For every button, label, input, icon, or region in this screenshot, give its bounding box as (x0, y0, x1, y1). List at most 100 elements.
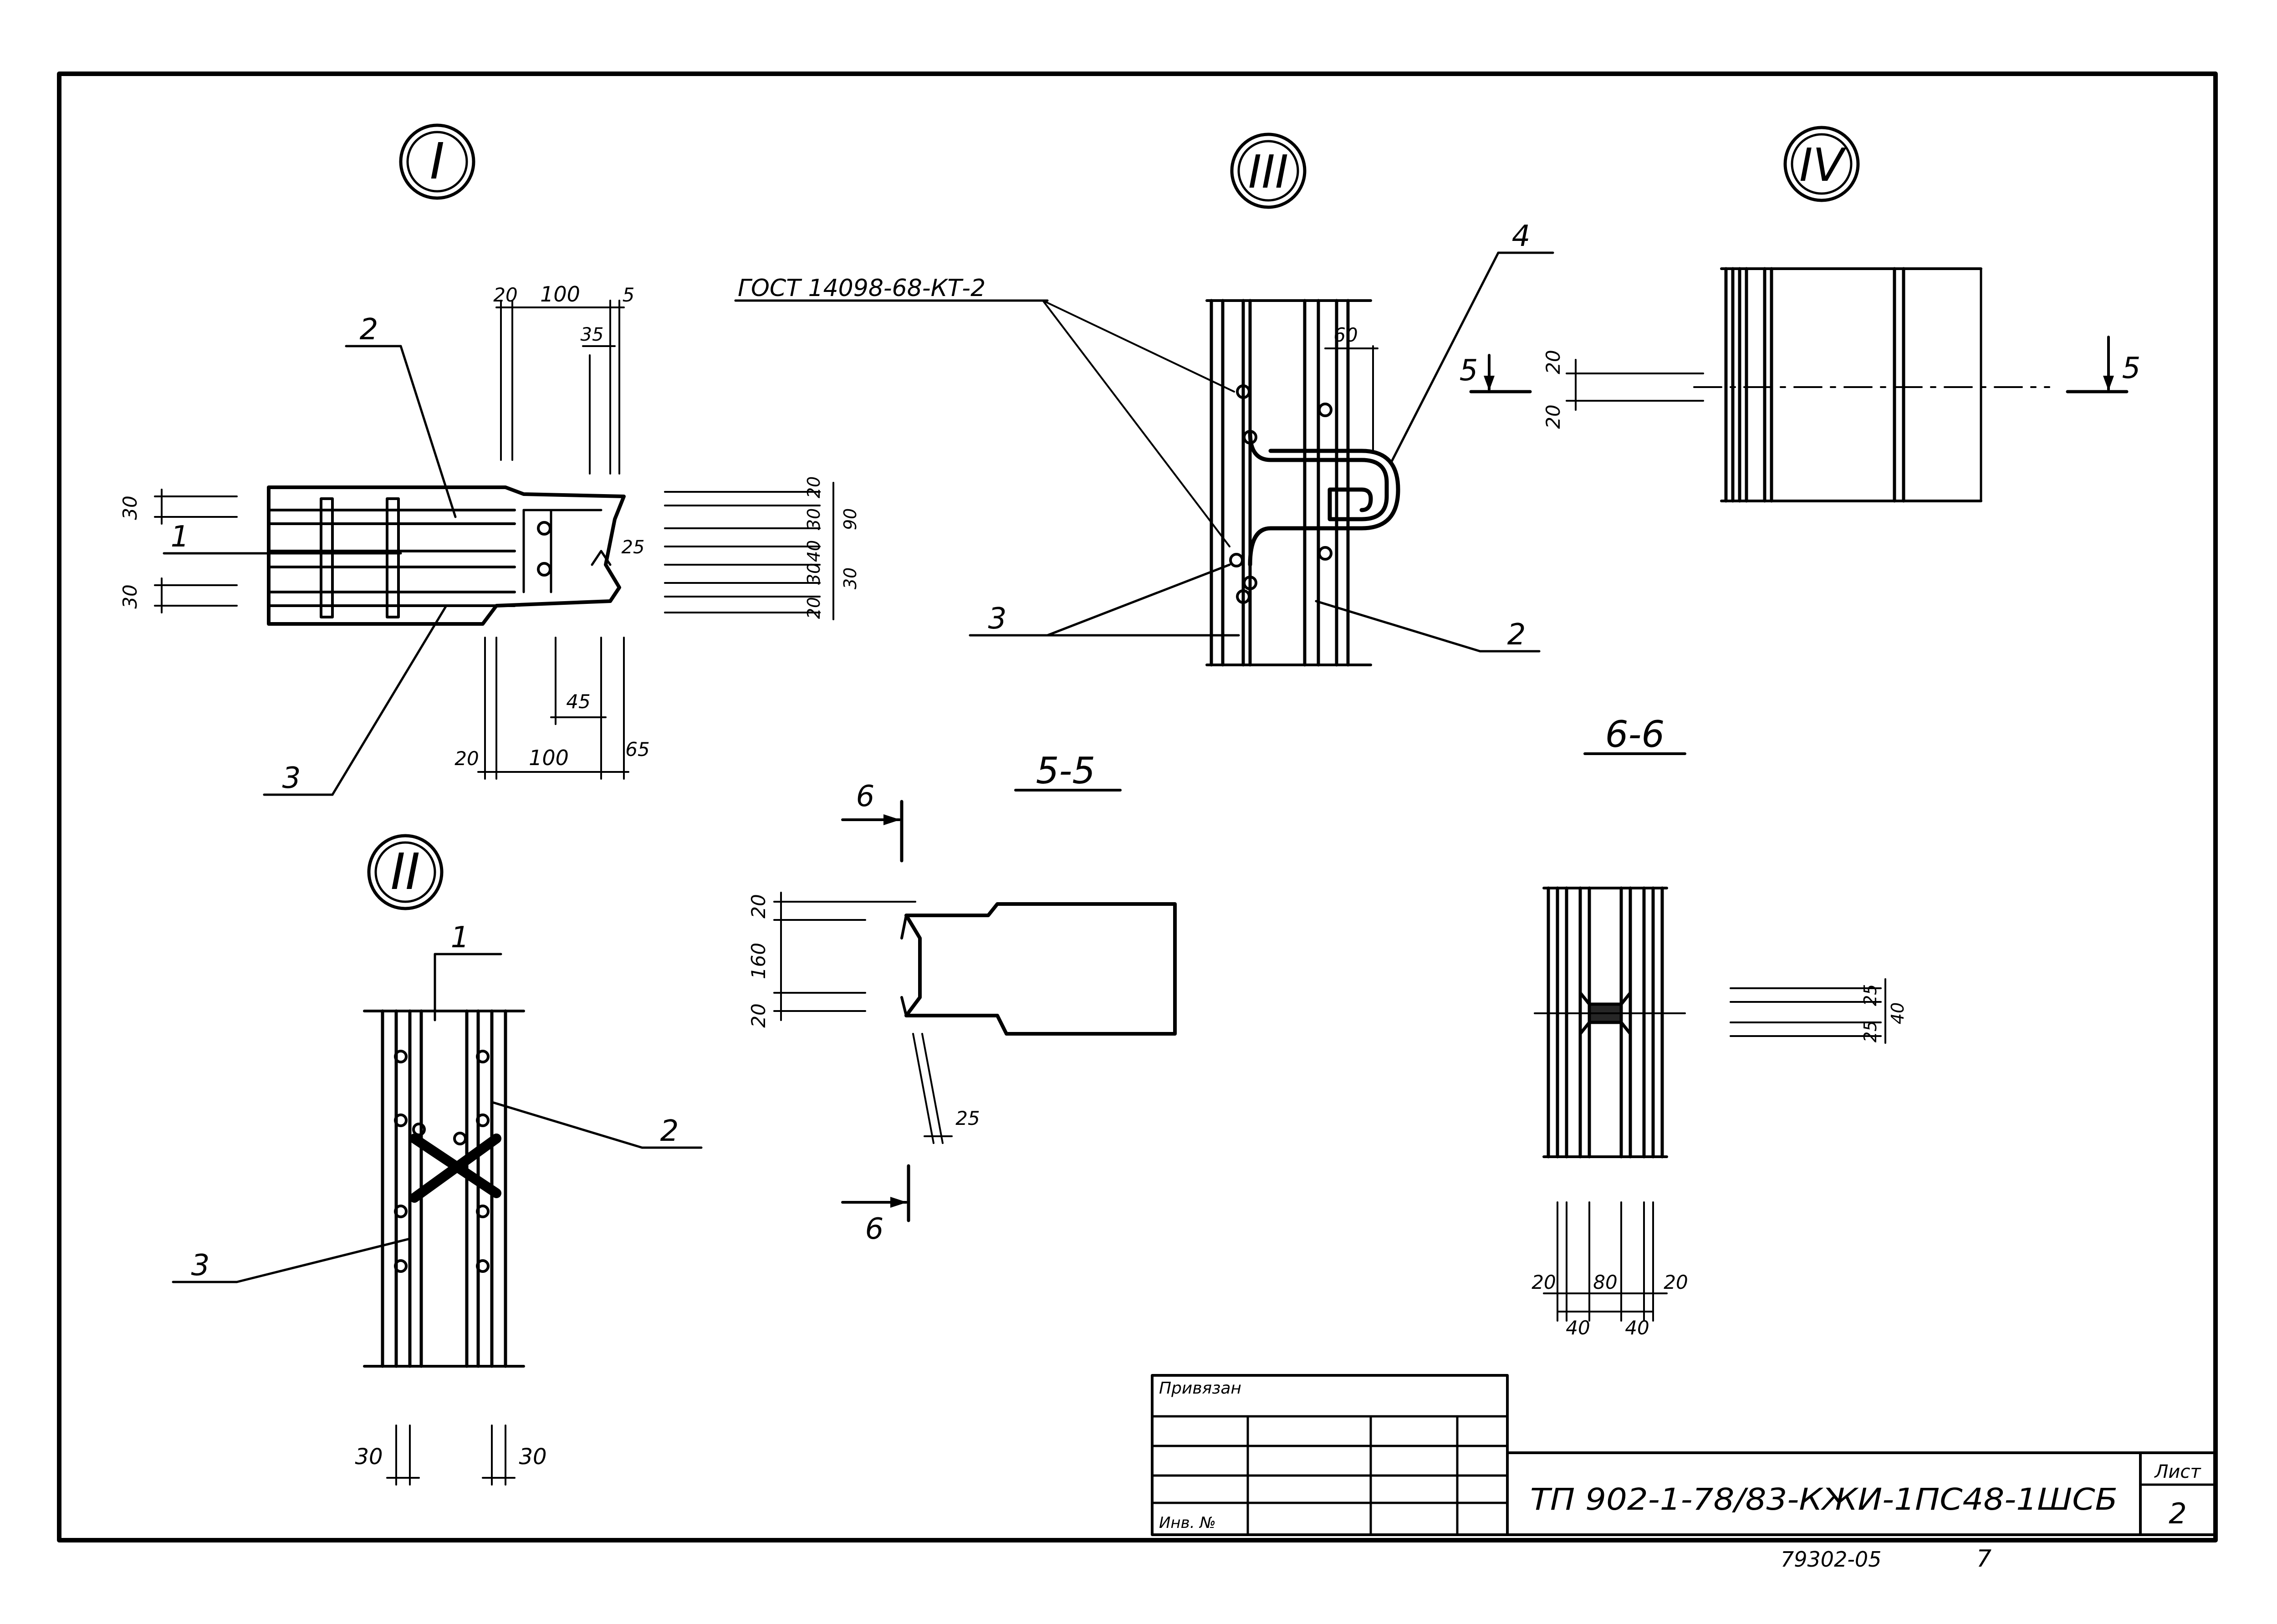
view-1-dim-right: 20 (804, 597, 824, 619)
view-3-circle-inner (1237, 140, 1299, 202)
view-3-hairpin (1248, 430, 1389, 521)
section-6-6-fill (1591, 1006, 1620, 1021)
drawing-designation: ТП 902-1-78/83-КЖИ-1ПС48-1ШСБ (1530, 1482, 2118, 1517)
view-1-dim-right: 30 (804, 563, 824, 585)
gost-leader (1042, 300, 1230, 547)
view-2-rebar-dot (476, 1205, 490, 1218)
section-5-5-dim-left: 20 (747, 1003, 770, 1027)
view-2-rebar-dot (476, 1113, 490, 1127)
view-1-dim-bottom: 45 (566, 690, 590, 713)
section-5-5-title: 5-5 (1036, 750, 1096, 792)
view-1-dim-top: 20 (493, 284, 517, 306)
view-1-dim-top: 35 (581, 324, 604, 345)
gost-note: ГОСТ 14098-68-КТ-2 (738, 275, 985, 302)
section-6-6: 6-6 25 40 25 20 80 20 40 (1532, 713, 1908, 1339)
view-1-mark: I (430, 132, 444, 190)
section-6-6-dim-bottom: 20 (1664, 1271, 1688, 1293)
view-2-dim-bottom: 30 (355, 1444, 383, 1470)
view-3-circle-outer (1230, 133, 1307, 209)
view-1-rebar-dot (537, 521, 551, 536)
view-1-dim-left: 30 (119, 584, 141, 608)
cut-5-right-label: 5 (2122, 352, 2141, 385)
view-3-rebar-dot (1243, 430, 1257, 444)
view-1-circle-outer (399, 123, 475, 200)
attached-table (1151, 1374, 1509, 1536)
section-6-6-title: 6-6 (1605, 713, 1665, 756)
cut-5-left-arrow (1484, 376, 1495, 391)
section-5-5-dim-gap: 25 (955, 1107, 980, 1129)
view-3-rebar-dot (1229, 553, 1244, 567)
section-5-5-notch (900, 914, 908, 1017)
designation-box (1506, 1451, 2217, 1536)
view-1-dim-left: 30 (119, 495, 141, 520)
section-5-5-dim-left: 20 (747, 894, 770, 918)
view-3-rebar-dot (1318, 546, 1333, 561)
cut-6-top-label: 6 (856, 780, 875, 813)
view-1-dim-bottom: 20 (454, 747, 479, 770)
sheet-label: Лист (2154, 1461, 2201, 1482)
sheet-number: 2 (2169, 1497, 2186, 1530)
section-5-5-ext-line (912, 1033, 934, 1144)
view-4-dim-left: 20 (1542, 350, 1564, 374)
view-2-circle-inner (374, 841, 436, 903)
section-6-6-dim-bottom: 80 (1593, 1271, 1617, 1293)
view-2-rebar-dot (394, 1050, 408, 1063)
view-3-position-3: 3 (988, 602, 1007, 636)
view-4-circle-inner (1791, 133, 1853, 195)
view-1: I 20 100 5 35 20 (119, 123, 860, 796)
sheet-frame (57, 71, 2218, 1542)
view-2: II 1 2 3 30 (172, 834, 703, 1486)
cut-5-left-label: 5 (1460, 354, 1478, 388)
view-1-position-3: 3 (282, 761, 301, 795)
view-1-dim-right: 90 (840, 508, 860, 530)
view-3-hairpin (1248, 449, 1400, 567)
footer-number: 7 (1976, 1545, 1991, 1573)
section-5-5-outline (904, 902, 1177, 1036)
view-3-rebar-dot (1236, 589, 1251, 604)
view-1-dim-top: 5 (623, 284, 635, 306)
cut-5-right-arrow (2103, 376, 2114, 391)
section-5-5-dim-left: 160 (747, 943, 770, 979)
view-2-dim-bottom: 30 (519, 1444, 546, 1470)
inv-label: Инв. № (1159, 1514, 1216, 1532)
view-1-leader-2 (399, 345, 457, 518)
view-1-angle-dim: 25 (622, 537, 645, 558)
section-6-6-joint (1578, 991, 1632, 1036)
view-1-dim-bottom: 65 (625, 738, 649, 761)
view-1-clip (320, 497, 334, 618)
view-2-circle-outer (367, 834, 444, 910)
view-4: IV 20 20 5 (1542, 126, 2141, 503)
section-6-6-dim-bottom: 40 (1625, 1317, 1649, 1339)
view-2-rebar-dot (412, 1123, 426, 1136)
section-6-6-dim-bottom: 20 (1532, 1271, 1556, 1293)
view-3-leader-4 (1390, 251, 1500, 464)
view-3-mark: III (1248, 145, 1288, 199)
section-5-5: 5-5 20 160 20 25 6 6 (747, 750, 1177, 1246)
title-block: Привязан Инв. № ТП 902-1-78/83-КЖИ-1ПС48… (1151, 1374, 2217, 1536)
view-1-notch (591, 550, 612, 566)
view-2-rebar-dot (394, 1113, 408, 1127)
footer-code: 79302-05 (1781, 1547, 1881, 1572)
view-2-rebar-dot (394, 1259, 408, 1273)
view-2-rebar-dot (476, 1050, 490, 1063)
section-6-6-dim-right: 25 (1860, 1021, 1880, 1042)
view-1-dim-right: 40 (804, 540, 824, 562)
cut-6-bottom-label: 6 (865, 1212, 884, 1246)
attached-label: Привязан (1159, 1379, 1241, 1398)
view-2-leader-2 (490, 1101, 643, 1149)
view-1-rebar-dot (537, 562, 551, 577)
view-2-rebar-dot (394, 1205, 408, 1218)
section-5-5-ext-line (921, 1033, 944, 1144)
view-3: III ГОСТ 14098-68-КТ-2 60 4 3 (734, 133, 1554, 667)
view-1-circle-inner (406, 131, 468, 193)
view-4-mark: IV (1799, 138, 1847, 192)
section-6-6-dim-right: 40 (1888, 1002, 1908, 1024)
view-1-outline (267, 485, 626, 626)
view-3-leader-3 (1046, 563, 1231, 637)
view-1-dim-right: 30 (840, 567, 860, 589)
gost-leader (1042, 300, 1235, 393)
view-1-dim-right: 30 (804, 508, 824, 530)
view-3-leader-2 (1315, 600, 1481, 653)
view-1-dim-bottom: 100 (529, 746, 569, 770)
